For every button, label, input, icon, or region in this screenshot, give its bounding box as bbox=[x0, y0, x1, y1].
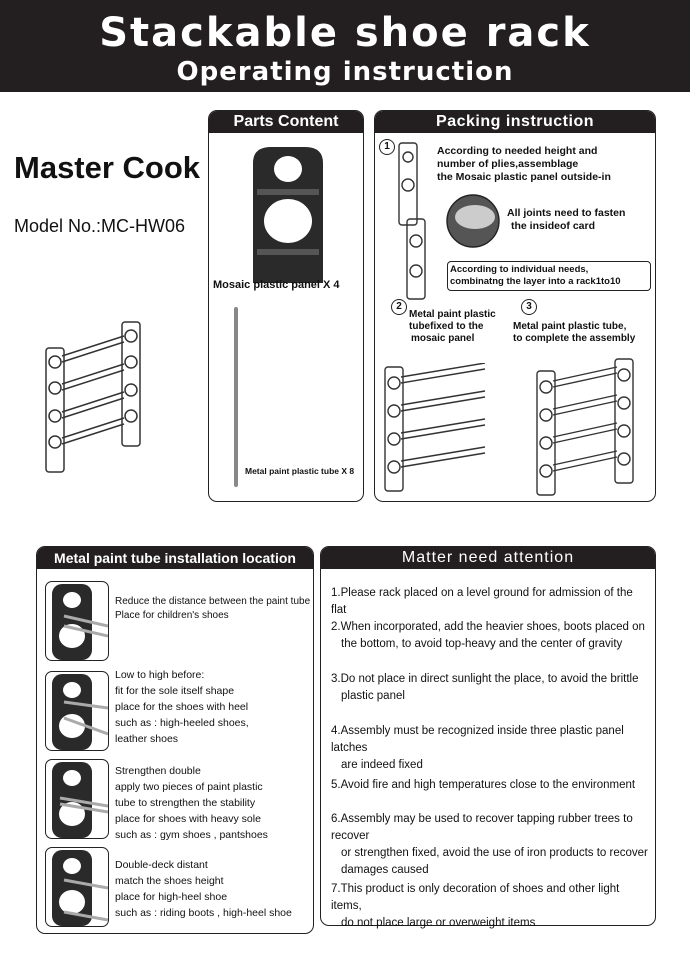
tube-installation-title: Metal paint tube installation location bbox=[37, 547, 313, 569]
attention-title: Matter need attention bbox=[321, 547, 655, 569]
step-1-illustration bbox=[398, 142, 426, 300]
attention-item-7: 7.This product is only decoration of sho… bbox=[331, 883, 620, 929]
step-2-text: Metal paint plastic tubefixed to the mos… bbox=[409, 309, 496, 344]
attention-panel: Matter need attention 1.Please rack plac… bbox=[320, 546, 656, 929]
mosaic-panel-image bbox=[253, 147, 323, 283]
attention-item-6: 6.Assembly may be used to recover tappin… bbox=[331, 813, 648, 876]
model-number: Model No.:MC-HW06 bbox=[14, 216, 186, 236]
step-2-number: 2 bbox=[391, 299, 407, 315]
shoe-rack-illustration bbox=[45, 321, 141, 473]
tube-install-thumb-4 bbox=[45, 847, 109, 927]
step-1-text: According to needed height and number of… bbox=[437, 145, 611, 183]
tube-install-text-2: Low to high before: fit for the sole its… bbox=[115, 669, 249, 745]
metal-tube-image bbox=[234, 307, 238, 487]
step-3-illustration bbox=[536, 358, 634, 496]
packing-instruction-panel: Packing instruction 1 According to neede… bbox=[374, 110, 656, 502]
step-2-illustration bbox=[384, 363, 486, 492]
step-3-text: Metal paint plastic tube, to complete th… bbox=[513, 321, 636, 344]
page-title: Stackable shoe rack bbox=[99, 10, 591, 56]
parts-content-panel: Parts Content Mosaic plastic panel X 4 M… bbox=[208, 110, 364, 502]
attention-item-4: 4.Assembly must be recognized inside thr… bbox=[331, 725, 624, 771]
brand-name: Master Cook bbox=[14, 150, 201, 185]
attention-item-5: 5.Avoid fire and high temperatures close… bbox=[331, 779, 636, 791]
header-banner: Stackable shoe rack Operating instructio… bbox=[0, 0, 690, 92]
tube-install-thumb-2 bbox=[45, 671, 109, 751]
page-subtitle: Operating instruction bbox=[176, 57, 514, 87]
step-3-number: 3 bbox=[521, 299, 537, 315]
tube-install-text-4: Double-deck distant match the shoes heig… bbox=[115, 859, 292, 919]
individual-needs-note: According to individual needs, combinatn… bbox=[447, 261, 651, 291]
tube-install-text-3: Strengthen double apply two pieces of pa… bbox=[115, 765, 268, 841]
tube-installation-panel: Metal paint tube installation location R… bbox=[36, 546, 314, 934]
attention-item-2: 2.When incorporated, add the heavier sho… bbox=[331, 621, 645, 650]
tube-install-text-1: Reduce the distance between the paint tu… bbox=[115, 596, 311, 621]
tube-install-thumb-1 bbox=[45, 581, 109, 661]
attention-item-3: 3.Do not place in direct sunlight the pl… bbox=[331, 673, 639, 702]
joints-text: All joints need to fasten the insideof c… bbox=[507, 207, 626, 232]
joint-detail-icon bbox=[446, 194, 500, 248]
step-1-number: 1 bbox=[379, 139, 395, 155]
parts-content-title: Parts Content bbox=[209, 111, 363, 133]
metal-tube-label: Metal paint plastic tube X 8 bbox=[245, 466, 355, 476]
packing-instruction-title: Packing instruction bbox=[375, 111, 655, 133]
tube-install-thumb-3 bbox=[45, 759, 109, 839]
attention-item-1: 1.Please rack placed on a level ground f… bbox=[331, 587, 633, 616]
mosaic-panel-label: Mosaic plastic panel X 4 bbox=[213, 279, 340, 291]
